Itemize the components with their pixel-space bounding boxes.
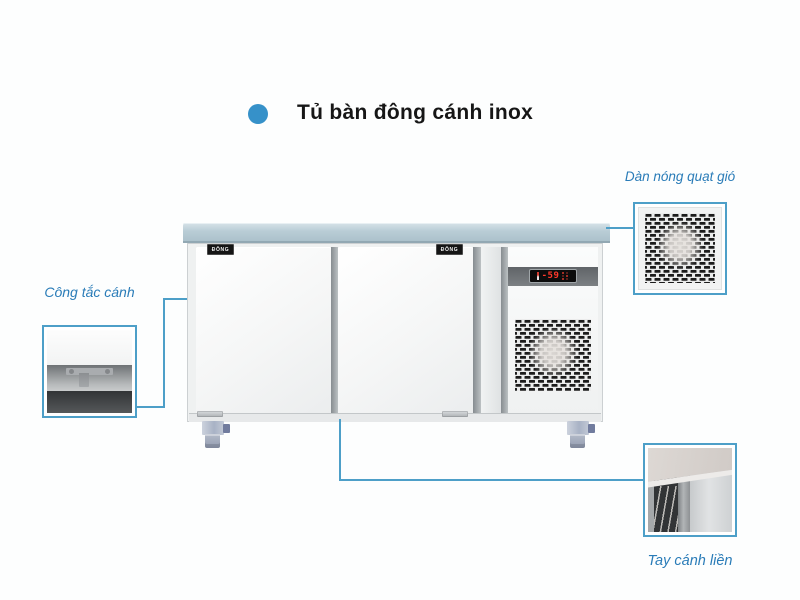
switch-detail-image bbox=[47, 330, 132, 413]
door-hinge-right bbox=[442, 411, 468, 417]
temperature-display: -59 bbox=[529, 269, 577, 283]
connector-condenser bbox=[606, 227, 633, 229]
title-bullet-icon bbox=[248, 104, 268, 124]
callout-box-handle bbox=[643, 443, 737, 537]
brand-badge-left: ĐÔNG bbox=[207, 244, 234, 255]
page-title: Tủ bàn đông cánh inox bbox=[297, 101, 534, 124]
control-panel: -59 bbox=[508, 267, 598, 286]
machine-compartment: -59 bbox=[508, 247, 598, 415]
interior-frame bbox=[648, 448, 654, 532]
display-indicator-light bbox=[536, 272, 539, 280]
screw bbox=[104, 368, 110, 374]
brand-badge-right: ĐÔNG bbox=[436, 244, 463, 255]
cabinet-door-left bbox=[196, 247, 331, 415]
door-gap bbox=[501, 247, 508, 415]
leg-knob bbox=[588, 424, 595, 433]
leg-foot bbox=[570, 434, 585, 448]
door-hinge-left bbox=[197, 411, 223, 417]
callout-box-switch bbox=[42, 325, 137, 418]
callout-label-condenser: Dàn nóng quạt gió bbox=[624, 169, 736, 184]
cabinet-leg-left bbox=[202, 421, 232, 450]
leg-knob bbox=[223, 424, 230, 433]
cabinet-mullion-strip bbox=[481, 247, 501, 415]
connector-switch-h1 bbox=[137, 406, 165, 408]
cabinet-countertop bbox=[183, 223, 610, 243]
switch-plunger bbox=[79, 372, 90, 387]
leg-foot bbox=[205, 434, 220, 448]
fan-shadow bbox=[515, 319, 591, 391]
screw bbox=[69, 368, 75, 374]
fan-shadow bbox=[645, 213, 715, 283]
callout-label-handle: Tay cánh liền bbox=[647, 553, 733, 569]
cabinet-leg-right bbox=[567, 421, 597, 450]
door-gap bbox=[473, 247, 481, 415]
display-button-dots bbox=[562, 272, 569, 280]
callout-label-switch: Công tắc cánh bbox=[44, 284, 135, 300]
connector-switch-v bbox=[163, 298, 165, 408]
condenser-detail-image bbox=[638, 207, 722, 290]
cabinet-bottom-trim bbox=[189, 413, 601, 422]
switch-recess bbox=[47, 364, 132, 391]
condenser-grille bbox=[515, 319, 591, 391]
leg-upper bbox=[567, 421, 589, 435]
cabinet-door-right bbox=[338, 247, 473, 415]
leg-upper bbox=[202, 421, 224, 435]
callout-box-condenser bbox=[633, 202, 727, 295]
connector-handle-h bbox=[339, 479, 643, 481]
door-gap bbox=[331, 247, 338, 415]
door-handle-edge bbox=[678, 448, 690, 532]
wire-shelf bbox=[654, 485, 679, 532]
counter-underside bbox=[47, 330, 132, 366]
connector-handle-v bbox=[339, 419, 341, 481]
switch-bracket bbox=[65, 367, 114, 375]
handle-detail-image bbox=[648, 448, 732, 532]
grille-detail bbox=[645, 213, 715, 283]
display-value: -59 bbox=[541, 270, 560, 281]
door-shadow-area bbox=[47, 390, 132, 413]
cabinet-body: -59 bbox=[187, 243, 603, 422]
connector-switch-h2 bbox=[165, 298, 187, 300]
